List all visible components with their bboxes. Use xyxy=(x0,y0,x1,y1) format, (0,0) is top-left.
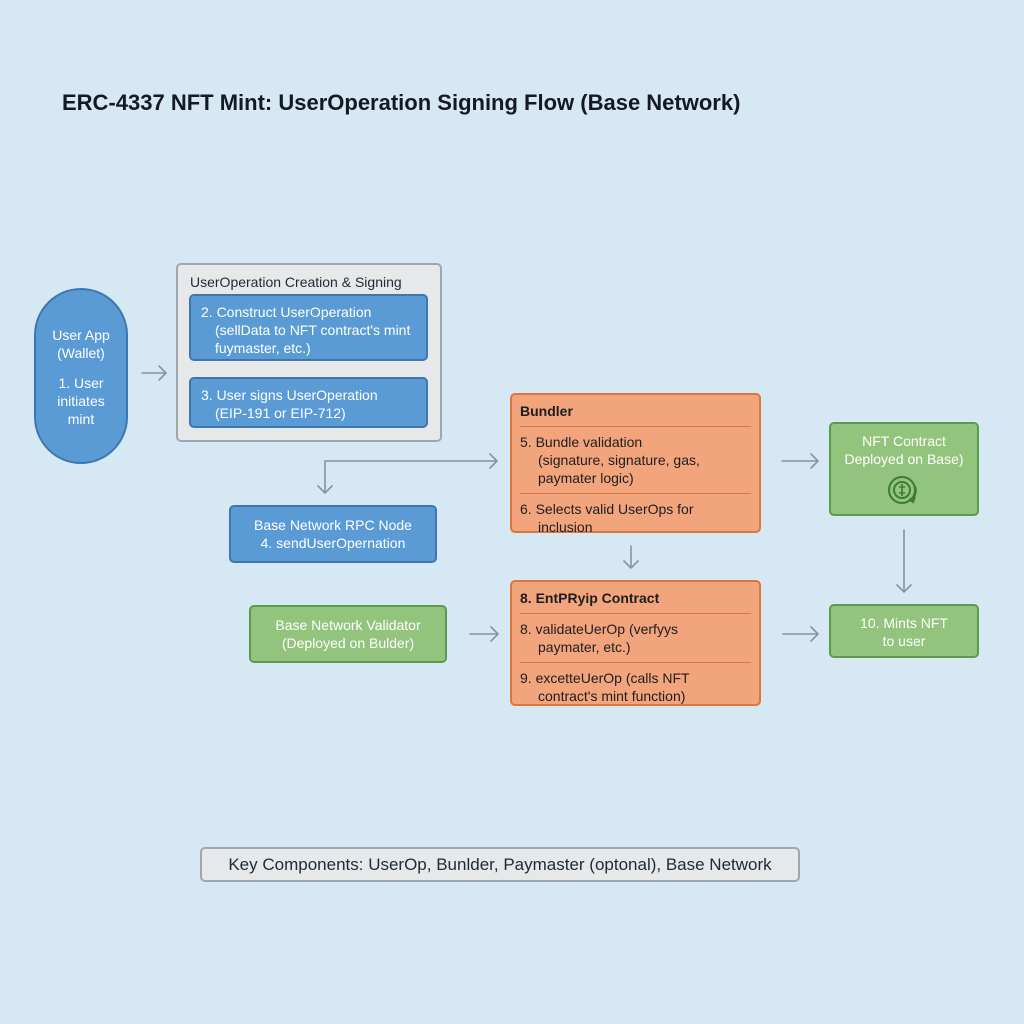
step-3-title: 3. User signs UserOperation xyxy=(201,387,378,403)
validator-sublabel: (Deployed on Bulder) xyxy=(281,635,415,651)
arrow-bundler-to-nft xyxy=(781,453,819,469)
arrow-nft-to-mint xyxy=(896,529,912,593)
step-4-text: 4. sendUserOpernation xyxy=(260,535,406,551)
step-1-text: initiates xyxy=(57,393,105,409)
step-5-detail: paymater logic) xyxy=(538,470,634,486)
step-6-title: 6. Selects valid UserOps for xyxy=(520,501,694,517)
key-components-legend: Key Components: UserOp, Bunlder, Paymast… xyxy=(200,847,800,882)
step-3-node: 3. User signs UserOperation (EIP-191 or … xyxy=(189,377,428,428)
signing-group-label: UserOperation Creation & Signing xyxy=(190,274,402,290)
arrow-bundler-to-entry-point xyxy=(623,545,639,569)
arrow-validator-to-entry-point xyxy=(469,626,499,642)
validator-label: Base Network Validator xyxy=(275,617,421,633)
user-app-sublabel: (Wallet) xyxy=(57,345,105,361)
step-9-title: 9. excetteUerOp (calls NFT xyxy=(520,670,690,686)
step-6-detail: inclusion xyxy=(538,519,593,535)
bundler-header: Bundler xyxy=(520,403,573,419)
step-5-detail: (signature, signature, gas, xyxy=(538,452,700,468)
step-8-title: 8. validateUerOp (verfyys xyxy=(520,621,678,637)
arrow-to-rpc-node xyxy=(317,460,333,494)
diagram-title: ERC-4337 NFT Mint: UserOperation Signing… xyxy=(62,90,741,115)
step-2-node: 2. Construct UserOperation (sellData to … xyxy=(189,294,428,361)
user-app-label: User App xyxy=(52,327,110,343)
step-1-text: 1. User xyxy=(58,375,104,391)
step-8-detail: paymater, etc.) xyxy=(538,639,631,655)
step-1-text: mint xyxy=(67,411,95,427)
nft-contract-label: NFT Contract xyxy=(862,433,946,449)
arrow-to-bundler xyxy=(324,453,498,469)
coin-cycle-icon xyxy=(888,476,917,504)
step-2-detail: fuymaster, etc.) xyxy=(215,340,311,356)
step-2-title: 2. Construct UserOperation xyxy=(201,304,372,320)
step-10-detail: to user xyxy=(882,633,926,649)
step-3-detail: (EIP-191 or EIP-712) xyxy=(215,405,346,421)
user-app-node: User App (Wallet) 1. User initiates mint xyxy=(34,288,128,464)
step-10-text: 10. Mints NFT xyxy=(860,615,948,631)
bundler-node: Bundler 5. Bundle validation (signature,… xyxy=(510,393,761,535)
step-5-title: 5. Bundle validation xyxy=(520,434,643,450)
mint-result-node: 10. Mints NFT to user xyxy=(829,604,979,658)
rpc-node-label: Base Network RPC Node xyxy=(254,517,412,533)
step-9-detail: contract's mint function) xyxy=(538,688,686,704)
entry-point-node: 8. EntPRyip Contract 8. validateUerOp (v… xyxy=(510,580,761,706)
entry-point-header: 8. EntPRyip Contract xyxy=(520,590,660,606)
step-2-detail: (sellData to NFT contract's mint xyxy=(215,322,411,338)
arrow-entry-point-to-mint xyxy=(782,626,819,642)
nft-contract-node: NFT Contract Deployed on Base) xyxy=(829,422,979,516)
arrow-user-to-signing xyxy=(141,365,167,381)
validator-node: Base Network Validator (Deployed on Buld… xyxy=(249,605,447,663)
rpc-node: Base Network RPC Node 4. sendUserOpernat… xyxy=(229,505,437,563)
nft-contract-sublabel: Deployed on Base) xyxy=(844,451,964,467)
